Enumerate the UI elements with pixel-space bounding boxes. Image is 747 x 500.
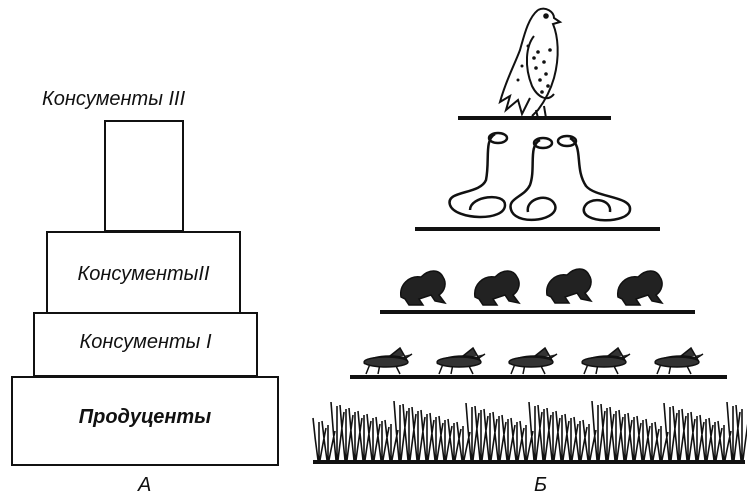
grass-icon <box>313 401 747 460</box>
frog-icon <box>401 271 445 305</box>
grasshopper-icon <box>655 348 703 374</box>
pyramid-b-letter: Б <box>534 474 547 497</box>
grasshopper-icon <box>437 348 485 374</box>
frog-icon <box>618 271 662 305</box>
frog-icon <box>475 271 519 305</box>
frog-icon <box>547 269 591 303</box>
grass-blades <box>313 401 747 460</box>
grasshopper-icon <box>364 348 412 374</box>
grasshopper-icon <box>509 348 557 374</box>
grasshopper-icon <box>582 348 630 374</box>
snake-icon <box>510 138 555 220</box>
snake-icon <box>558 136 630 220</box>
snake-icon <box>450 133 507 217</box>
eagle-icon <box>500 9 560 118</box>
